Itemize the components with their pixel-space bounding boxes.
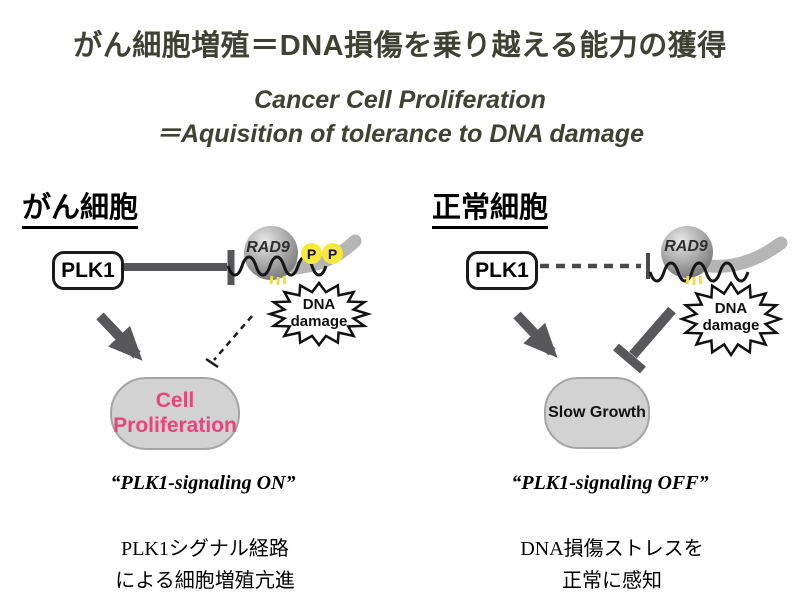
caption-right-line2: 正常に感知 bbox=[562, 570, 662, 592]
signaling-quote-right: “PLK1-signaling OFF” bbox=[511, 472, 709, 494]
dashed-inhibition-left bbox=[213, 315, 253, 361]
phospho-badge-left-2: P bbox=[322, 243, 343, 264]
dna-damage-starburst-right bbox=[678, 280, 784, 358]
dna-damage-left-line1: DNA bbox=[302, 296, 336, 313]
damage-inhibition-line-right bbox=[629, 306, 676, 359]
rad9-label-right: RAD9 bbox=[664, 238, 708, 255]
caption-left-line1: PLK1シグナル経路 bbox=[121, 538, 289, 560]
dna-damage-starburst-left bbox=[265, 280, 373, 348]
proliferation-arrow-left bbox=[96, 312, 143, 361]
dna-damage-right-line1: DNA bbox=[714, 300, 748, 317]
dna-damage-label-right: DNA damage bbox=[689, 300, 773, 334]
dna-damage-label-left: DNA damage bbox=[277, 296, 361, 330]
signaling-quote-left: “PLK1-signaling ON” bbox=[110, 472, 296, 494]
left-panel-heading: がん細胞 bbox=[22, 192, 139, 229]
subtitle-en-line2: ＝Aquisition of tolerance to DNA damage bbox=[155, 120, 644, 148]
caption-right: DNA損傷ストレスを 正常に感知 bbox=[457, 533, 767, 597]
plk1-label-right: PLK1 bbox=[475, 258, 529, 282]
main-title-jp: がん細胞増殖＝DNA損傷を乗り越える能力の獲得 bbox=[73, 30, 727, 62]
phospho-site-ticks-left bbox=[269, 275, 287, 285]
dna-damage-left-line2: damage bbox=[290, 312, 348, 330]
slow-growth-node: Slow Growth bbox=[544, 377, 650, 449]
plk1-label-left: PLK1 bbox=[61, 258, 115, 282]
slow-growth-label: Slow Growth bbox=[548, 404, 646, 421]
caption-left-line2: による細胞増殖亢進 bbox=[115, 570, 295, 592]
caption-right-line1: DNA損傷ストレスを bbox=[520, 538, 704, 560]
rad9-tail-right bbox=[695, 236, 788, 273]
right-panel-heading: 正常細胞 bbox=[432, 192, 549, 229]
dna-damage-right-line2: damage bbox=[702, 316, 760, 334]
plk1-node-left: PLK1 bbox=[52, 251, 124, 290]
plk1-node-right: PLK1 bbox=[466, 251, 538, 290]
growth-arrow-right bbox=[513, 311, 558, 358]
phospho-badge-left-1: P bbox=[301, 243, 322, 264]
cell-proliferation-line1: Cell bbox=[155, 389, 195, 413]
caption-left: PLK1シグナル経路 による細胞増殖亢進 bbox=[50, 533, 360, 597]
cell-proliferation-line2: Proliferation bbox=[113, 413, 237, 437]
phospho-site-ticks-right bbox=[685, 275, 703, 285]
rad9-label-left: RAD9 bbox=[246, 239, 290, 256]
dashed-inhibition-cap-left bbox=[205, 357, 219, 369]
damage-inhibition-cap-right bbox=[613, 343, 646, 374]
dna-squiggle-right bbox=[648, 261, 750, 283]
cell-proliferation-node: Cell Proliferation bbox=[110, 377, 240, 450]
subtitle-en-line1: Cancer Cell Proliferation bbox=[254, 86, 546, 114]
